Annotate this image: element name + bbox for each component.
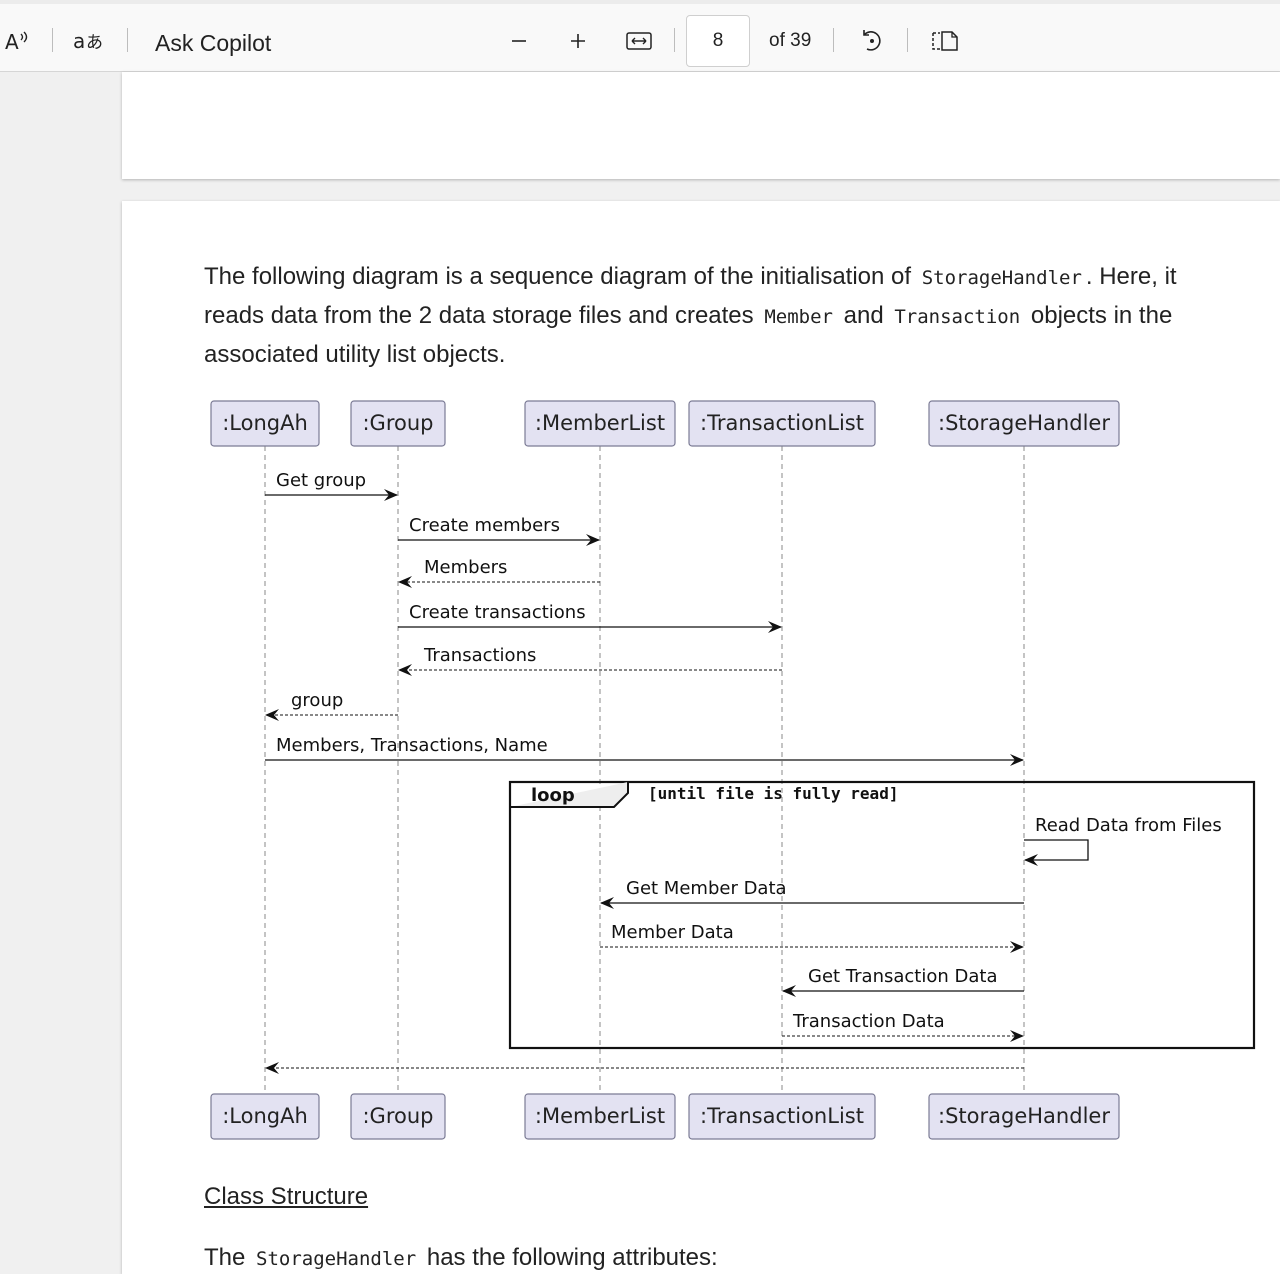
- message-11: Transaction Data: [782, 1011, 1024, 1042]
- participant-storagehandler-top: :StorageHandler: [928, 400, 1120, 447]
- svg-text:あ: あ: [86, 33, 103, 53]
- participant-box: [524, 400, 676, 447]
- message-label: Transactions: [423, 645, 536, 666]
- participant-label: :MemberList: [535, 411, 665, 435]
- page-number-input[interactable]: 8: [686, 15, 750, 67]
- paragraph-text: objects in the associated utility list o…: [204, 302, 1173, 368]
- loop-tab: [510, 782, 629, 808]
- toolbar-divider: [127, 28, 128, 52]
- ask-copilot-button[interactable]: Ask Copilot: [155, 30, 272, 56]
- toolbar-divider: [52, 28, 53, 52]
- participant-box: [210, 1093, 320, 1140]
- message-0: Get group: [265, 470, 398, 501]
- participant-box: [350, 1093, 446, 1140]
- fit-width-icon[interactable]: [624, 26, 654, 56]
- message-label: Get group: [276, 470, 366, 491]
- message-10: Get Transaction Data: [782, 966, 1024, 997]
- page-view-icon[interactable]: [929, 26, 961, 56]
- participant-group-top: :Group: [350, 400, 446, 447]
- svg-text:a: a: [73, 29, 85, 53]
- message-label: Get Member Data: [626, 878, 787, 899]
- message-label: Get Transaction Data: [808, 966, 997, 987]
- message-arrow: [1024, 839, 1089, 866]
- rotate-icon[interactable]: [856, 26, 886, 56]
- message-label: Read Data from Files: [1035, 815, 1222, 836]
- paragraph-text: has the following attributes:: [426, 1244, 718, 1271]
- loop-frame: [508, 780, 1256, 1050]
- participant-memberlist-bottom: :MemberList: [524, 1093, 676, 1140]
- message-1: Create members: [398, 515, 600, 546]
- minus-icon[interactable]: [506, 26, 532, 56]
- participant-label: :TransactionList: [700, 1104, 864, 1128]
- participant-group-bottom: :Group: [350, 1093, 446, 1140]
- code-storagehandler: StorageHandler: [256, 1248, 417, 1270]
- code-member: Member: [764, 306, 833, 328]
- message-label: Create members: [409, 515, 560, 536]
- participant-label: :MemberList: [535, 1104, 665, 1128]
- participant-box: [928, 1093, 1120, 1140]
- participant-label: :Group: [362, 411, 433, 435]
- participant-box: [524, 1093, 676, 1140]
- participant-longah-bottom: :LongAh: [210, 1093, 320, 1140]
- participant-memberlist-top: :MemberList: [524, 400, 676, 447]
- loop-guard: [until file is fully read]: [648, 784, 898, 803]
- message-7: Read Data from Files: [1024, 815, 1222, 866]
- participant-label: :StorageHandler: [938, 411, 1110, 435]
- participant-transactionlist-top: :TransactionList: [688, 400, 876, 447]
- participant-longah-top: :LongAh: [210, 400, 320, 447]
- intro-paragraph: The following diagram is a sequence diag…: [204, 258, 1214, 373]
- plus-icon[interactable]: [565, 26, 591, 56]
- toolbar-divider: [833, 28, 834, 52]
- message-6: Members, Transactions, Name: [265, 735, 1024, 766]
- svg-text:A: A: [5, 30, 19, 53]
- loop-keyword: loop: [531, 785, 575, 806]
- toolbar-divider: [674, 28, 675, 52]
- total-pages-label: of 39: [769, 30, 812, 51]
- participant-storagehandler-bottom: :StorageHandler: [928, 1093, 1120, 1140]
- participant-label: :StorageHandler: [938, 1104, 1110, 1128]
- message-5: group: [265, 690, 398, 721]
- participant-label: :LongAh: [222, 1104, 308, 1128]
- message-label: Transaction Data: [792, 1011, 945, 1032]
- paragraph-text: The: [204, 1244, 246, 1271]
- paragraph-text: and: [843, 302, 884, 329]
- paragraph-text: The following diagram is a sequence diag…: [204, 263, 912, 290]
- participant-box: [210, 400, 320, 447]
- toolbar-divider: [907, 28, 908, 52]
- message-4: Transactions: [398, 645, 782, 676]
- participant-box: [688, 400, 876, 447]
- participant-box: [688, 1093, 876, 1140]
- message-label: group: [291, 690, 343, 711]
- participant-box: [350, 400, 446, 447]
- participant-label: :LongAh: [222, 411, 308, 435]
- message-label: Member Data: [611, 922, 734, 943]
- participant-label: :Group: [362, 1104, 433, 1128]
- previous-page: [122, 72, 1280, 179]
- participant-label: :TransactionList: [700, 411, 864, 435]
- code-storagehandler: StorageHandler: [921, 267, 1082, 289]
- message-2: Members: [398, 557, 600, 588]
- participant-transactionlist-bottom: :TransactionList: [688, 1093, 876, 1140]
- read-aloud-icon[interactable]: A: [4, 26, 34, 56]
- section-heading[interactable]: Class Structure: [204, 1183, 369, 1210]
- message-3: Create transactions: [398, 602, 782, 633]
- message-label: Members: [424, 557, 507, 578]
- attributes-intro: The StorageHandler has the following att…: [204, 1244, 718, 1272]
- message-label: Members, Transactions, Name: [276, 735, 548, 756]
- participant-box: [928, 400, 1120, 447]
- message-label: Create transactions: [409, 602, 586, 623]
- message-9: Member Data: [600, 922, 1024, 953]
- paragraph-text: . Here, it reads data from the 2 data st…: [204, 263, 1177, 329]
- code-transaction: Transaction: [894, 306, 1021, 328]
- message-8: Get Member Data: [600, 878, 1024, 909]
